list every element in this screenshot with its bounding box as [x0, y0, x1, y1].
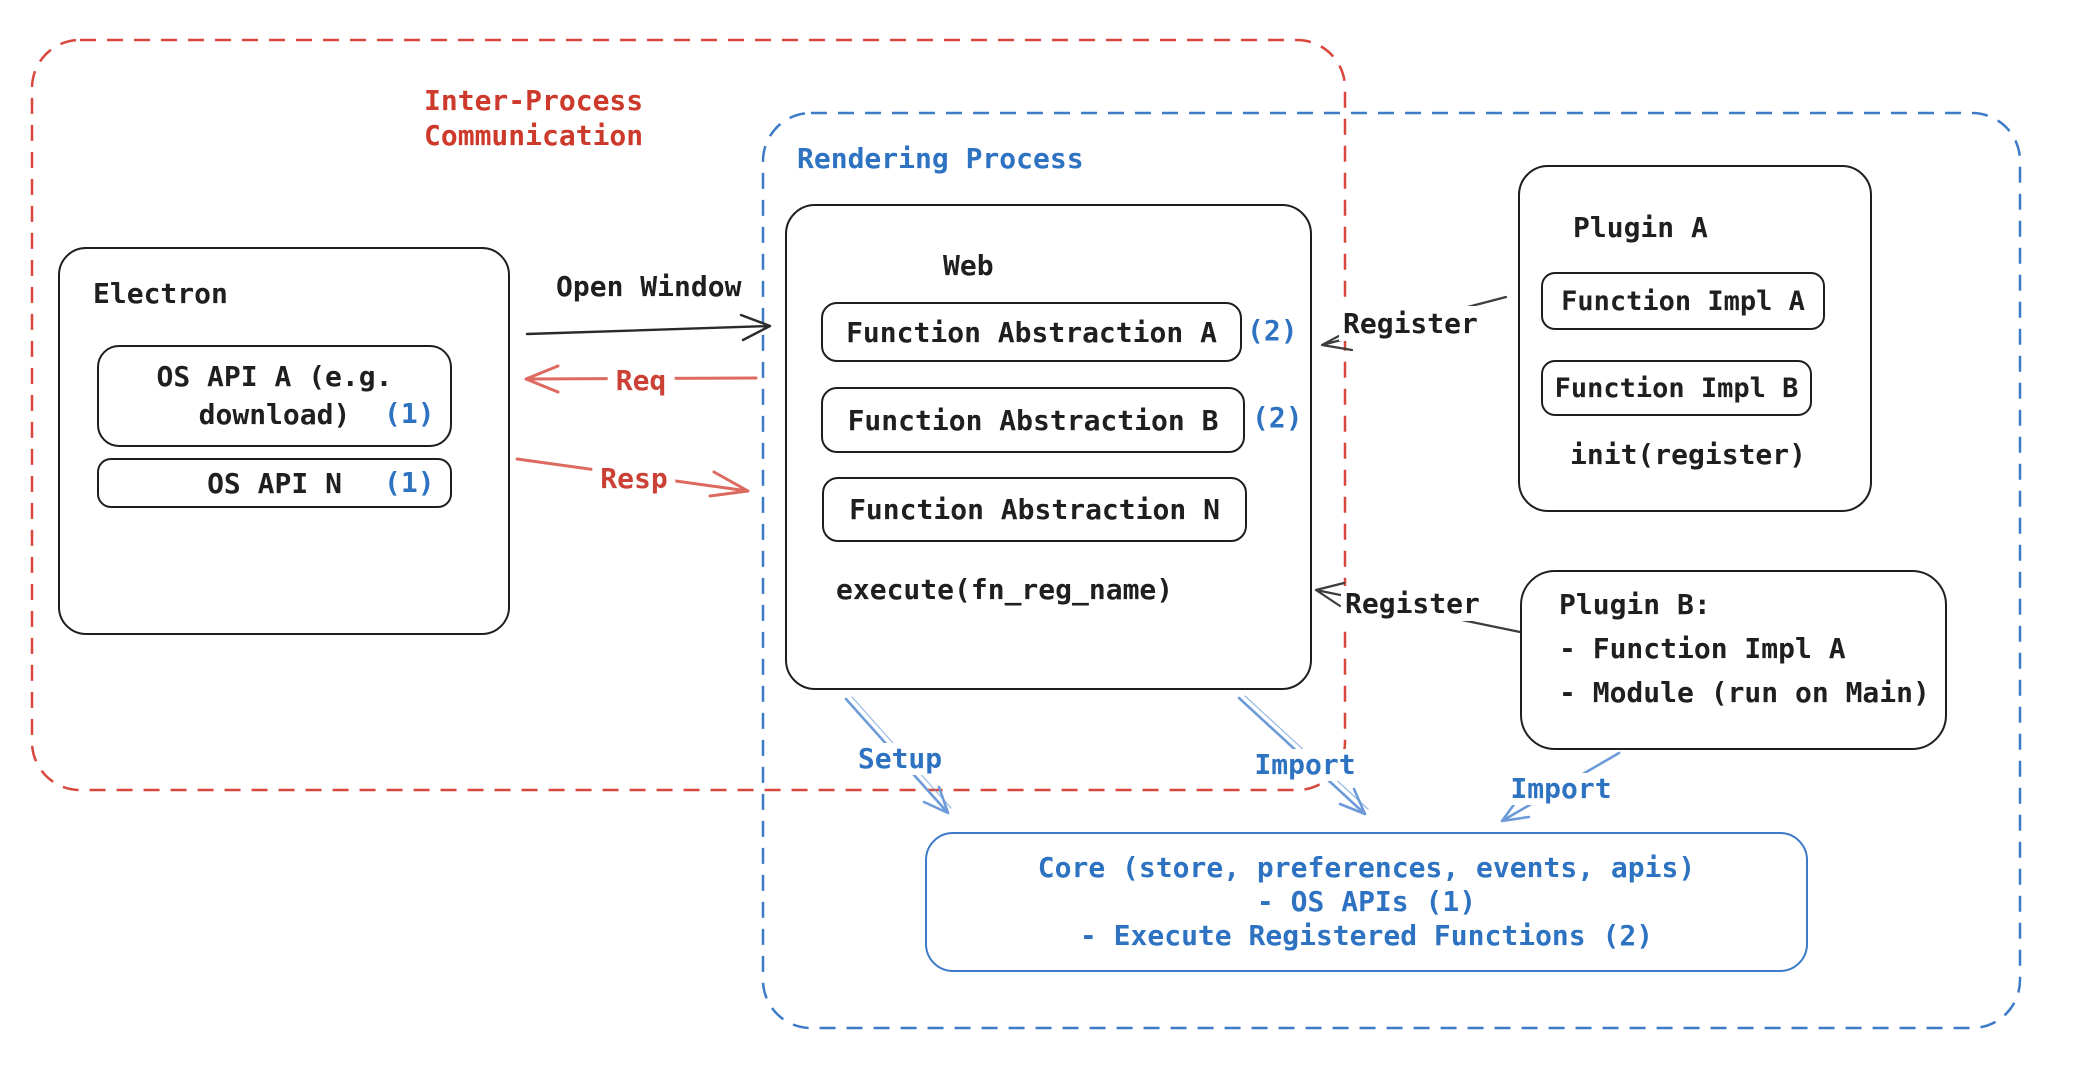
- function-abstraction-b-box: Function Abstraction B: [821, 387, 1245, 453]
- os-api-a-box: OS API A (e.g. download): [97, 345, 452, 447]
- function-abstraction-b-label: Function Abstraction B: [847, 403, 1219, 437]
- os-api-n-badge: (1): [384, 466, 435, 499]
- import-plugin-b-label: Import: [1502, 773, 1620, 805]
- init-register-label: init(register): [1570, 438, 1807, 471]
- function-abstraction-a-box: Function Abstraction A: [821, 302, 1242, 362]
- os-api-n-label: OS API N: [207, 466, 342, 500]
- open-window-label: Open Window: [556, 270, 742, 303]
- function-abstraction-n-label: Function Abstraction N: [849, 493, 1220, 526]
- web-title: Web: [943, 249, 994, 282]
- function-impl-b-box: Function Impl B: [1541, 360, 1812, 416]
- plugin-b-text: Plugin B: - Function Impl A - Module (ru…: [1559, 588, 1930, 709]
- execute-label: execute(fn_reg_name): [836, 573, 1174, 606]
- plugin-a-box: [1518, 165, 1872, 512]
- function-impl-a-box: Function Impl A: [1541, 272, 1825, 330]
- function-impl-b-label: Function Impl B: [1554, 372, 1799, 404]
- core-text: Core (store, preferences, events, apis) …: [1037, 851, 1696, 952]
- req-label: Req: [607, 365, 675, 397]
- register-top-label: Register: [1339, 306, 1482, 341]
- open-window-arrow: [525, 313, 772, 342]
- function-abstraction-a-badge: (2): [1247, 314, 1298, 347]
- setup-label: Setup: [849, 743, 951, 775]
- function-abstraction-n-box: Function Abstraction N: [822, 477, 1247, 542]
- function-abstraction-b-badge: (2): [1252, 401, 1303, 434]
- rendering-region-box: [761, 111, 2022, 1030]
- os-api-n-box: OS API N: [97, 458, 452, 508]
- ipc-region-title: Inter-Process Communication: [424, 84, 644, 152]
- rendering-region-title: Rendering Process: [797, 142, 1084, 175]
- electron-title: Electron: [93, 277, 228, 310]
- os-api-a-label: OS API A (e.g. download): [156, 360, 393, 431]
- resp-label: Resp: [592, 463, 676, 495]
- plugin-b-box: [1520, 570, 1947, 750]
- function-abstraction-a-label: Function Abstraction A: [846, 315, 1217, 349]
- plugin-a-title: Plugin A: [1573, 211, 1708, 244]
- ipc-region-box: [30, 38, 1347, 792]
- register-bottom-label: Register: [1341, 586, 1484, 621]
- import-core-label: Import: [1246, 749, 1364, 781]
- os-api-a-badge: (1): [384, 397, 435, 430]
- function-impl-a-label: Function Impl A: [1561, 285, 1805, 317]
- core-box: [925, 832, 1808, 972]
